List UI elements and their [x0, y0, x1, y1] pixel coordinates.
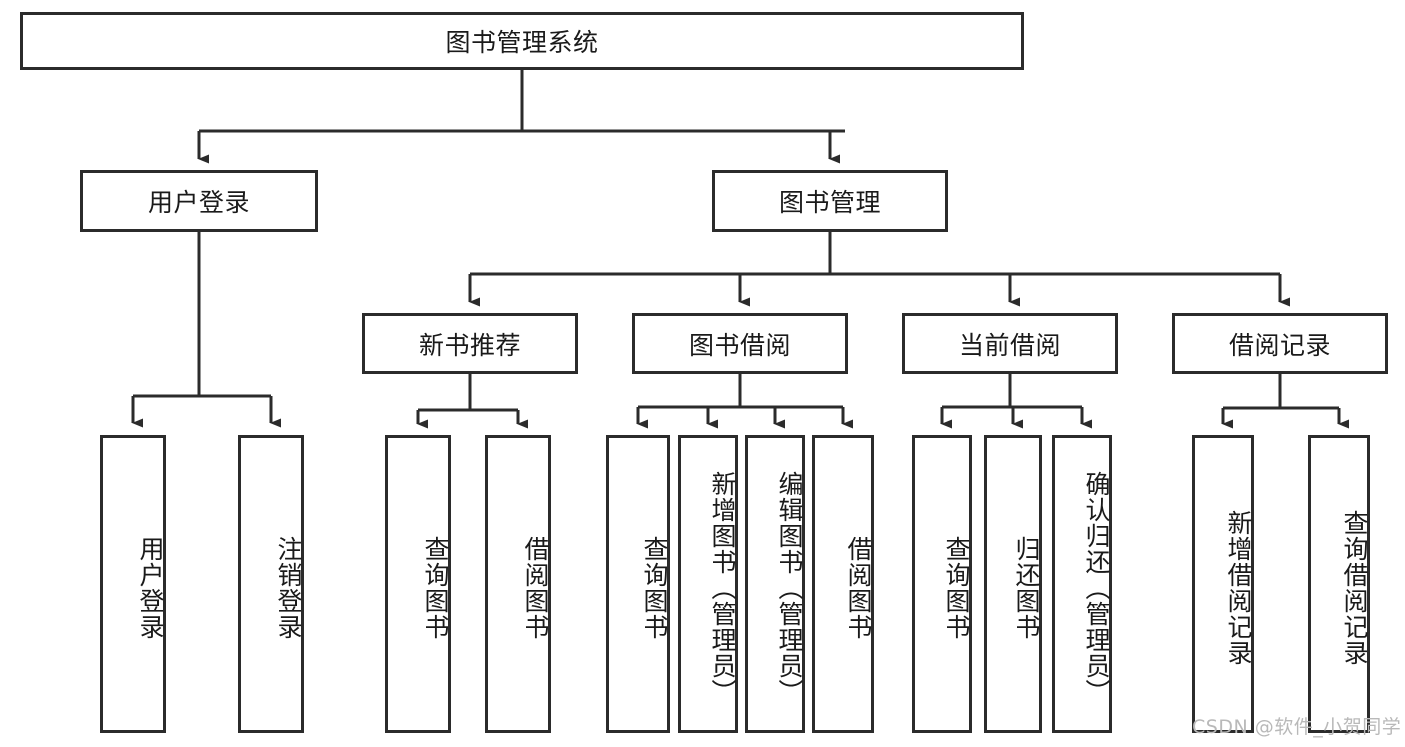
- node-label: 新书推荐: [418, 330, 521, 360]
- node-user-login[interactable]: 用户登录: [80, 170, 318, 232]
- watermark: CSDN @软件_小贺同学: [1192, 716, 1402, 738]
- node-label: 新增借阅记录: [1224, 510, 1253, 666]
- leaf-query-borrow-record[interactable]: 查询借阅记录: [1308, 435, 1370, 733]
- leaf-query-book-borrow[interactable]: 查询图书: [606, 435, 670, 733]
- node-label: 查询图书: [640, 536, 669, 640]
- node-label: 查询图书: [942, 536, 971, 640]
- leaf-query-book-recommend[interactable]: 查询图书: [385, 435, 451, 733]
- node-label: 借阅图书: [844, 536, 873, 640]
- node-current-borrow[interactable]: 当前借阅: [902, 313, 1118, 374]
- node-borrow-record[interactable]: 借阅记录: [1172, 313, 1388, 374]
- node-label: 查询图书: [421, 536, 450, 640]
- node-label: 图书管理系统: [445, 28, 599, 57]
- node-label: 查询借阅记录: [1340, 510, 1369, 666]
- node-book-management[interactable]: 图书管理: [712, 170, 948, 232]
- node-book-borrow[interactable]: 图书借阅: [632, 313, 848, 374]
- node-label: 图书借阅: [688, 330, 791, 360]
- node-label: 用户登录: [136, 536, 165, 640]
- node-root[interactable]: 图书管理系统: [20, 12, 1024, 70]
- node-label: 编辑图书（管理员）: [775, 471, 804, 705]
- leaf-query-book-current[interactable]: 查询图书: [912, 435, 972, 733]
- node-label: 确认归还（管理员）: [1082, 471, 1111, 705]
- node-label: 借阅图书: [521, 536, 550, 640]
- leaf-borrow-book-recommend[interactable]: 借阅图书: [485, 435, 551, 733]
- node-label: 归还图书: [1012, 536, 1041, 640]
- leaf-confirm-return-admin[interactable]: 确认归还（管理员）: [1052, 435, 1112, 733]
- node-label: 新增图书（管理员）: [708, 471, 737, 705]
- leaf-user-logout[interactable]: 注销登录: [238, 435, 304, 733]
- leaf-add-borrow-record[interactable]: 新增借阅记录: [1192, 435, 1254, 733]
- node-label: 注销登录: [274, 536, 303, 640]
- node-new-book-recommend[interactable]: 新书推荐: [362, 313, 578, 374]
- node-label: 借阅记录: [1228, 330, 1331, 360]
- leaf-add-book-admin[interactable]: 新增图书（管理员）: [678, 435, 738, 733]
- node-label: 当前借阅: [958, 330, 1061, 360]
- leaf-user-login[interactable]: 用户登录: [100, 435, 166, 733]
- leaf-return-book[interactable]: 归还图书: [984, 435, 1042, 733]
- leaf-borrow-book[interactable]: 借阅图书: [812, 435, 874, 733]
- node-label: 用户登录: [147, 188, 250, 217]
- leaf-edit-book-admin[interactable]: 编辑图书（管理员）: [745, 435, 805, 733]
- node-label: 图书管理: [778, 188, 881, 217]
